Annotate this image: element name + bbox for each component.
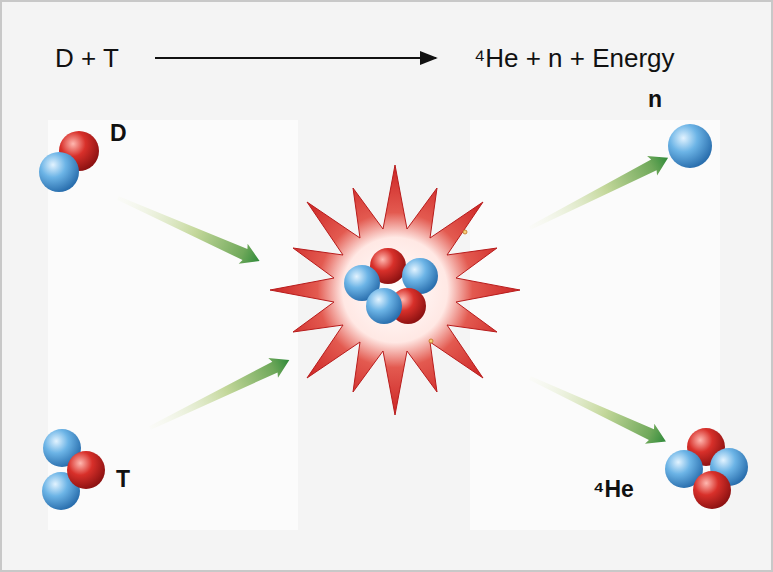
motion-arrow bbox=[525, 368, 670, 451]
motion-arrow bbox=[525, 148, 673, 238]
tritium-nucleus bbox=[42, 429, 105, 510]
fusion-burst bbox=[270, 165, 520, 415]
panel-shade bbox=[470, 120, 720, 530]
spark-dot bbox=[429, 339, 433, 343]
motion-arrow bbox=[145, 350, 294, 438]
equation-text: D + T bbox=[55, 45, 119, 71]
neutron-ball bbox=[668, 124, 712, 168]
deuterium-nucleus bbox=[39, 131, 99, 192]
reaction-arrow bbox=[155, 57, 436, 59]
particle-label: ⁴He bbox=[593, 478, 634, 501]
fused-nucleus bbox=[344, 248, 438, 324]
helium-nucleus bbox=[665, 428, 748, 509]
panel-shade bbox=[48, 120, 298, 530]
spark-dot bbox=[463, 230, 467, 234]
motion-arrow bbox=[114, 188, 265, 271]
particle-label: D bbox=[110, 122, 127, 145]
equation-text: ⁴He + n + Energy bbox=[474, 45, 675, 71]
particle-label: T bbox=[116, 468, 130, 491]
particle-label: n bbox=[648, 88, 662, 111]
